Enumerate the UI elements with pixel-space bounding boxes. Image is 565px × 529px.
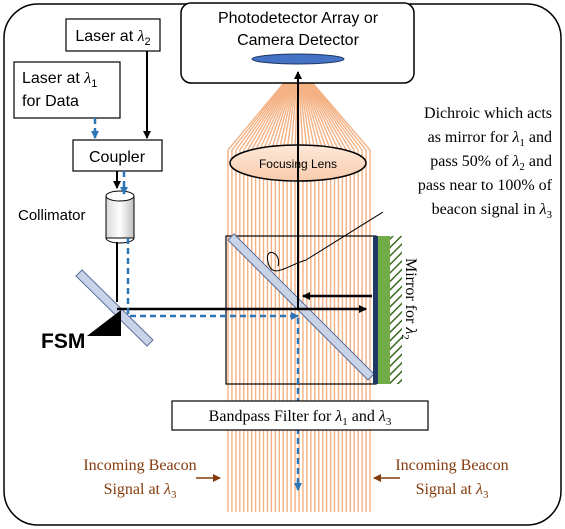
- dichroic-callout-squiggle: [266, 252, 307, 272]
- laser-lambda2-box: [65, 18, 161, 52]
- dichroic-callout-line: [305, 211, 384, 261]
- beacon-left-line1: Incoming Beacon: [83, 457, 196, 474]
- fsm-mount: [87, 310, 121, 336]
- collimator-bottom: [105, 237, 135, 244]
- beacon-right-line1: Incoming Beacon: [395, 457, 508, 474]
- laser-lambda1-label-line1: Laser at λ1: [22, 70, 97, 90]
- dichroic-line5: beacon signal in λ3: [432, 201, 553, 221]
- dichroic-description: Dichroic which acts as mirror for λ1 and…: [418, 105, 553, 221]
- collimator-top: [105, 190, 135, 202]
- laser-lambda1-label-line2: for Data: [22, 93, 79, 110]
- coupler-label: Coupler: [89, 149, 146, 166]
- fsm-label: FSM: [41, 330, 85, 353]
- laser-lambda1-box: [13, 61, 121, 119]
- collimator-body: [105, 195, 135, 239]
- coupler-box: [72, 139, 163, 172]
- photodetector-label-line1: Photodetector Array or: [218, 10, 379, 27]
- bandpass-filter-box: [171, 400, 429, 431]
- mirror-hatch: [390, 236, 402, 384]
- beacon-left-line2: Signal at λ3: [104, 481, 177, 501]
- incoming-beam-bundle: [227, 150, 371, 512]
- collimator-label: Collimator: [18, 207, 86, 224]
- dichroic-line1: Dichroic which acts: [424, 105, 552, 122]
- dichroic-line2: as mirror for λ1 and: [428, 129, 552, 149]
- laser-lambda2-label: Laser at λ2: [75, 28, 150, 48]
- dichroic-line4: pass near to 100% of: [418, 177, 553, 194]
- mirror-glass: [373, 236, 378, 384]
- mirror-label: Mirror for λ2: [399, 258, 419, 340]
- mirror-green: [378, 236, 390, 384]
- fsm-mirror: [75, 269, 154, 347]
- bandpass-filter-label: Bandpass Filter for λ1 and λ3: [209, 408, 392, 428]
- dichroic-line3: pass 50% of λ2 and: [430, 153, 552, 173]
- photodetector-label-line2: Camera Detector: [237, 32, 359, 49]
- beacon-right-line2: Signal at λ3: [416, 481, 489, 501]
- detector-lens: [251, 53, 345, 65]
